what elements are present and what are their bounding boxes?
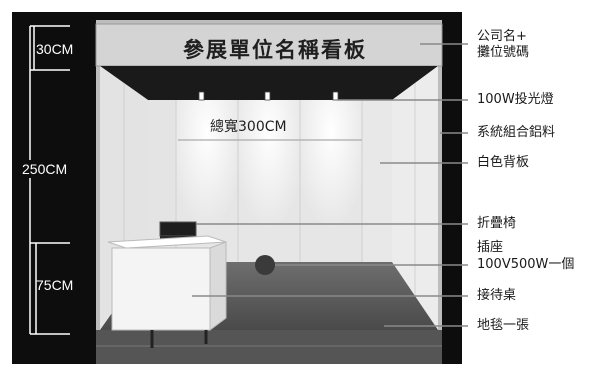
callout-socket-line1: 插座	[477, 240, 504, 255]
callout-folding-chair: 折疊椅	[477, 216, 517, 231]
back-panel-right	[362, 100, 392, 262]
ceiling	[100, 66, 438, 100]
reception-desk	[107, 235, 227, 348]
back-panel-center-2	[238, 100, 300, 262]
callout-company-name-line2: 攤位號碼	[477, 45, 530, 60]
power-socket	[255, 255, 275, 275]
dimension-30cm: 30CM	[36, 41, 74, 57]
callout-carpet: 地毯一張	[477, 318, 530, 333]
callout-company-name-line1: 公司名+	[477, 29, 527, 44]
spotlight-lamps	[198, 91, 339, 101]
dimension-250cm: 250CM	[22, 160, 68, 178]
back-panel-center-3	[300, 100, 362, 262]
callout-white-panel: 白色背板	[477, 155, 530, 170]
callout-lines	[192, 43, 468, 327]
floor-front	[96, 330, 442, 364]
fascia-title: 參展單位名稱看板	[183, 38, 367, 62]
callout-reception-desk: 接待桌	[477, 288, 517, 303]
callout-socket-line2: 100V500W一個	[477, 257, 575, 272]
dimension-75cm: 75CM	[36, 277, 74, 293]
callout-aluminum-system: 系統組合鋁料	[477, 125, 556, 140]
booth-width-label: 總寬300CM	[210, 119, 287, 135]
dimension-markers	[29, 25, 70, 335]
callout-spotlight: 100W投光燈	[477, 92, 554, 107]
